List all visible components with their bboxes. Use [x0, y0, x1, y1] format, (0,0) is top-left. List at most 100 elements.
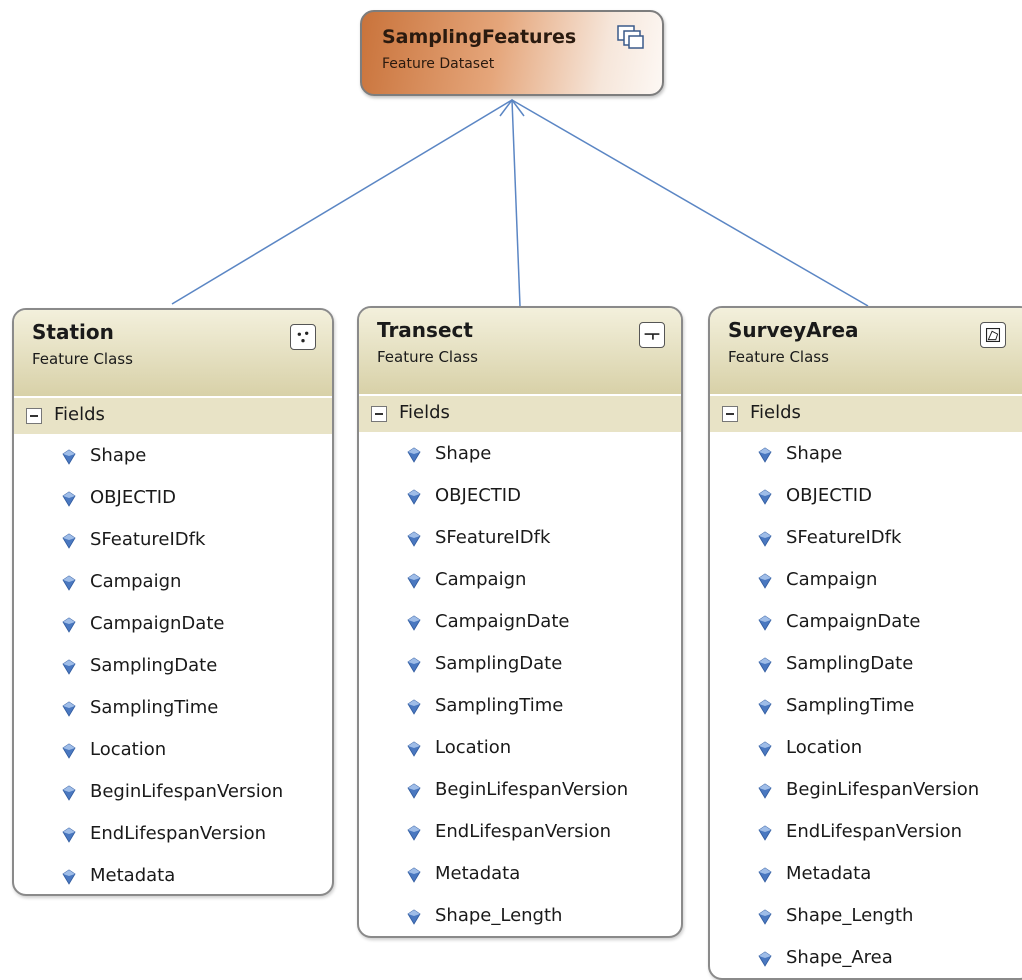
polygon-feature-icon [980, 322, 1006, 348]
feature-class-subtitle: Feature Class [728, 348, 829, 366]
field-icon [407, 699, 421, 715]
feature-class-header [359, 308, 681, 394]
field-row[interactable]: Metadata [710, 856, 1022, 898]
field-label: CampaignDate [90, 613, 225, 634]
field-row[interactable]: CampaignDate [14, 606, 332, 648]
field-label: CampaignDate [786, 611, 921, 632]
field-icon [407, 531, 421, 547]
field-row[interactable]: EndLifespanVersion [710, 814, 1022, 856]
field-label: Shape [786, 443, 843, 464]
line-feature-icon [639, 322, 665, 348]
fields-section-label: Fields [399, 402, 450, 423]
field-label: Campaign [786, 569, 878, 590]
field-row[interactable]: Shape_Length [710, 898, 1022, 940]
field-row[interactable]: SamplingDate [710, 646, 1022, 688]
field-label: BeginLifespanVersion [786, 779, 980, 800]
field-row[interactable]: Shape [710, 436, 1022, 478]
field-row[interactable]: SamplingDate [14, 648, 332, 690]
field-icon [758, 489, 772, 505]
field-icon [62, 491, 76, 507]
field-label: BeginLifespanVersion [90, 781, 284, 802]
field-label: OBJECTID [435, 485, 521, 506]
field-label: OBJECTID [90, 487, 176, 508]
field-icon [758, 531, 772, 547]
field-icon [758, 447, 772, 463]
field-icon [407, 867, 421, 883]
connector-surveyarea [511, 99, 869, 307]
field-row[interactable]: Campaign [359, 562, 681, 604]
field-label: Shape [435, 443, 492, 464]
field-icon [62, 827, 76, 843]
collapse-icon[interactable] [26, 408, 42, 424]
field-icon [758, 657, 772, 673]
field-row[interactable]: EndLifespanVersion [14, 816, 332, 858]
fields-section-header[interactable]: Fields [710, 396, 1022, 432]
arrowhead [499, 98, 525, 117]
field-row[interactable]: Location [359, 730, 681, 772]
field-icon [407, 573, 421, 589]
collapse-icon[interactable] [371, 406, 387, 422]
field-row[interactable]: SamplingDate [359, 646, 681, 688]
field-row[interactable]: Shape_Area [710, 940, 1022, 978]
field-label: SamplingTime [90, 697, 219, 718]
field-row[interactable]: Metadata [359, 856, 681, 898]
field-row[interactable]: CampaignDate [710, 604, 1022, 646]
field-row[interactable]: Shape [359, 436, 681, 478]
field-icon [62, 449, 76, 465]
field-icon [62, 785, 76, 801]
field-icon [62, 533, 76, 549]
field-row[interactable]: OBJECTID [359, 478, 681, 520]
field-icon [407, 909, 421, 925]
field-icon [758, 699, 772, 715]
field-row[interactable]: EndLifespanVersion [359, 814, 681, 856]
field-icon [407, 825, 421, 841]
connector-station [171, 99, 513, 305]
field-row[interactable]: Shape [14, 438, 332, 480]
field-row[interactable]: SFeatureIDfk [359, 520, 681, 562]
fields-section-label: Fields [750, 402, 801, 423]
field-row[interactable]: Campaign [710, 562, 1022, 604]
fields-section-header[interactable]: Fields [14, 398, 332, 434]
field-icon [407, 657, 421, 673]
feature-class-title: Station [32, 320, 114, 344]
field-label: Shape_Area [786, 947, 893, 968]
field-row[interactable]: CampaignDate [359, 604, 681, 646]
field-label: SamplingTime [786, 695, 915, 716]
field-row[interactable]: Campaign [14, 564, 332, 606]
field-row[interactable]: SFeatureIDfk [710, 520, 1022, 562]
fields-section-header[interactable]: Fields [359, 396, 681, 432]
field-label: EndLifespanVersion [90, 823, 267, 844]
field-icon [62, 701, 76, 717]
field-row[interactable]: Location [14, 732, 332, 774]
field-row[interactable]: SFeatureIDfk [14, 522, 332, 564]
field-label: SamplingDate [435, 653, 563, 674]
field-row[interactable]: Metadata [14, 858, 332, 894]
field-label: BeginLifespanVersion [435, 779, 629, 800]
field-row[interactable]: OBJECTID [710, 478, 1022, 520]
field-row[interactable]: SamplingTime [359, 688, 681, 730]
field-label: Shape_Length [435, 905, 563, 926]
field-label: SamplingTime [435, 695, 564, 716]
field-row[interactable]: BeginLifespanVersion [359, 772, 681, 814]
field-label: EndLifespanVersion [786, 821, 963, 842]
field-row[interactable]: BeginLifespanVersion [14, 774, 332, 816]
field-row[interactable]: SamplingTime [14, 690, 332, 732]
field-row[interactable]: OBJECTID [14, 480, 332, 522]
field-row[interactable]: SamplingTime [710, 688, 1022, 730]
field-row[interactable]: Shape_Length [359, 898, 681, 936]
field-row[interactable]: BeginLifespanVersion [710, 772, 1022, 814]
field-icon [758, 741, 772, 757]
field-icon [758, 825, 772, 841]
field-icon [62, 659, 76, 675]
feature-dataset-node[interactable]: SamplingFeatures Feature Dataset [360, 10, 664, 96]
dataset-title: SamplingFeatures [382, 26, 577, 48]
field-row[interactable]: Location [710, 730, 1022, 772]
field-icon [62, 743, 76, 759]
collapse-icon[interactable] [722, 406, 738, 422]
